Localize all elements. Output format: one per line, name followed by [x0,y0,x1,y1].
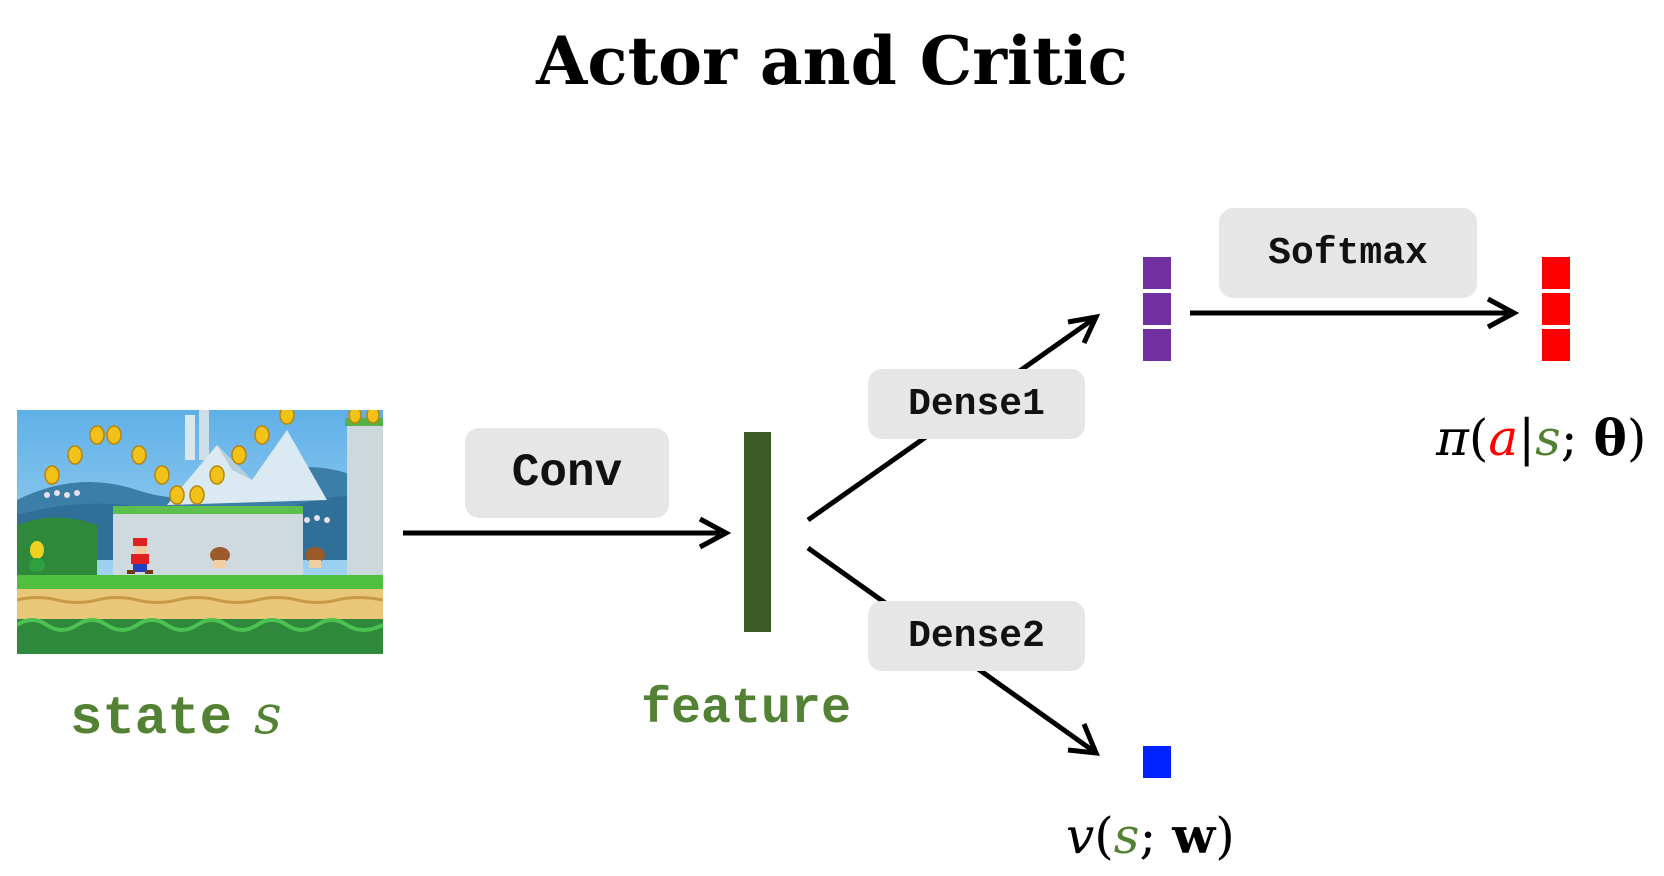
conv-layer-label: Conv [465,428,669,518]
theta-symbol: θ [1593,408,1627,467]
policy-probability-vector [1542,257,1570,365]
actor-logit-cell [1143,329,1171,361]
semicolon: ; [1139,807,1157,865]
policy-probability-cell [1542,293,1570,325]
policy-formula: π(a|s; θ) [1436,408,1646,467]
state-word: state [70,689,233,750]
open-paren: ( [1468,409,1489,467]
value-formula: v(s; w) [1066,806,1235,865]
state-symbol: s [254,683,282,746]
open-paren: ( [1094,807,1114,865]
actor-logit-cell [1143,293,1171,325]
policy-probability-cell [1542,257,1570,289]
pi-symbol: π [1436,409,1469,467]
feature-vector [744,432,771,632]
v-symbol: v [1066,807,1095,865]
policy-probability-cell [1542,329,1570,361]
game-state-image [17,410,383,654]
actor-logit-cell [1143,257,1171,289]
feature-label: feature [641,681,852,738]
diagram-title: Actor and Critic [536,22,1128,100]
close-paren: ) [1215,807,1235,865]
close-paren: ) [1626,409,1647,467]
actor-logits-vector [1143,257,1171,365]
w-symbol: w [1172,806,1216,865]
action-symbol: a [1488,409,1519,467]
semicolon: ; [1560,409,1578,467]
state-symbol-policy: s [1535,409,1561,467]
given-bar: | [1518,409,1536,467]
softmax-layer-label: Softmax [1219,208,1477,298]
dense1-layer-label: Dense1 [868,369,1085,439]
dense2-layer-label: Dense2 [868,601,1085,671]
state-value-cell [1143,746,1171,778]
state-symbol-value: s [1113,807,1140,865]
